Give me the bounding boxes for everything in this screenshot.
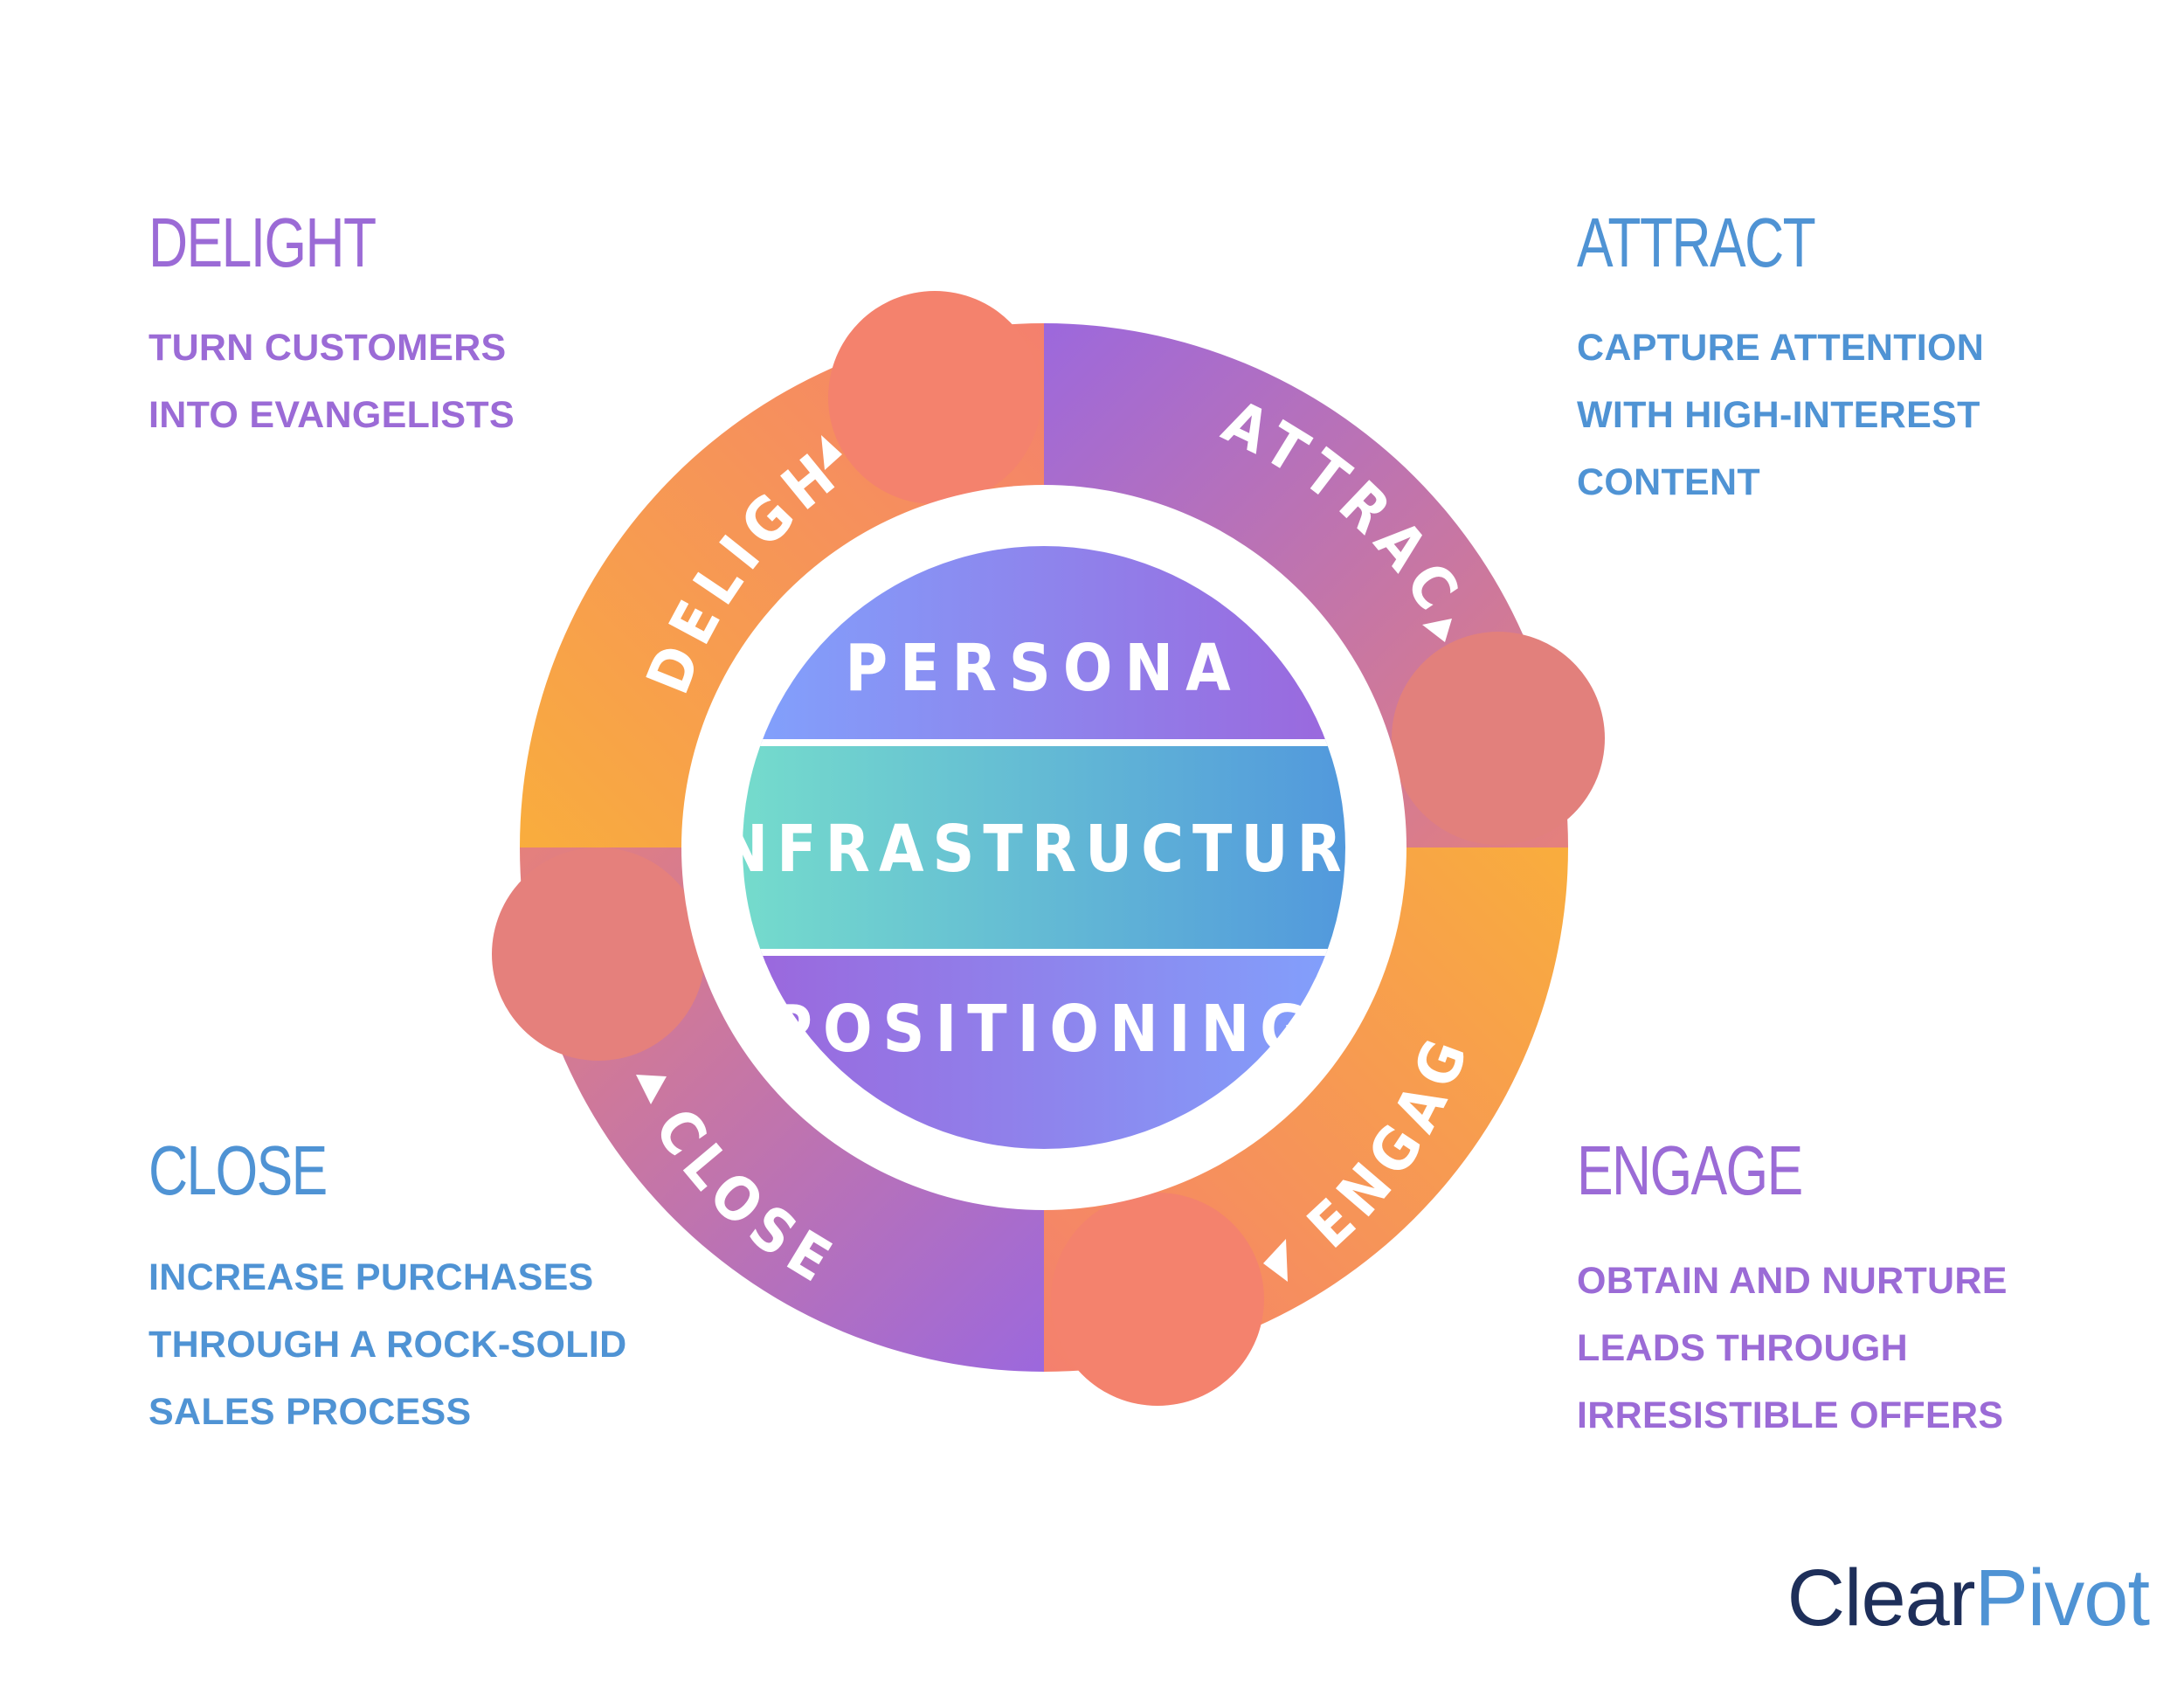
attract-cap (1392, 632, 1605, 845)
infrastructure-label: INFRASTRUCTURE (689, 812, 1400, 887)
delight-cap (828, 291, 1041, 504)
delight-ring-label: DELIGHT (0, 0, 854, 703)
positioning-label: POSITIONING (770, 992, 1318, 1067)
delight-line: INTO EVANGELISTS (149, 394, 515, 436)
engage-description: OBTAIN AND NURTURE LEADS THROUGH IRRESIS… (1577, 1248, 2008, 1449)
clearpivot-logo: ClearPivot (1787, 1553, 2150, 1644)
close-cap (492, 847, 705, 1061)
delight-line: TURN CUSTOMERS (149, 327, 507, 369)
attract-heading: ATTRACT (1577, 204, 1816, 281)
infrastructure-band (743, 743, 1345, 952)
close-line: THROUGH A ROCK-SOLID (149, 1324, 627, 1366)
close-heading: CLOSE (149, 1131, 328, 1209)
attract-line: CONTENT (1577, 461, 1760, 503)
close-description: INCREASE PURCHASES THROUGH A ROCK-SOLID … (149, 1244, 626, 1446)
delight-heading: DELIGHT (149, 204, 377, 281)
attract-description: CAPTURE ATTENTION WITH HIGH-INTEREST CON… (1577, 315, 1984, 516)
delight-arrow-icon (821, 435, 842, 470)
delight-description: TURN CUSTOMERS INTO EVANGELISTS (149, 315, 515, 449)
engage-cap (1051, 1193, 1264, 1406)
logo-pivot: Pivot (1974, 1553, 2150, 1643)
engage-arrow-icon (1263, 1239, 1288, 1282)
engage-line: IRRESISTIBLE OFFERS (1577, 1394, 2004, 1436)
attract-arrow-icon (1422, 619, 1452, 642)
band-divider (743, 949, 1345, 956)
close-line: INCREASE PURCHASES (149, 1256, 594, 1298)
band-divider (743, 739, 1345, 746)
attract-line: CAPTURE ATTENTION (1577, 327, 1985, 369)
engage-line: OBTAIN AND NURTURE (1577, 1260, 2008, 1302)
attract-line: WITH HIGH-INTEREST (1577, 394, 1980, 436)
logo-clear: Clear (1787, 1553, 1976, 1643)
persona-label: PERSONA (845, 631, 1242, 706)
close-arrow-icon (636, 1075, 667, 1104)
close-line: SALES PROCESS (149, 1391, 472, 1433)
engage-line: LEADS THROUGH (1577, 1327, 1908, 1369)
engage-heading: ENGAGE (1577, 1131, 1803, 1209)
